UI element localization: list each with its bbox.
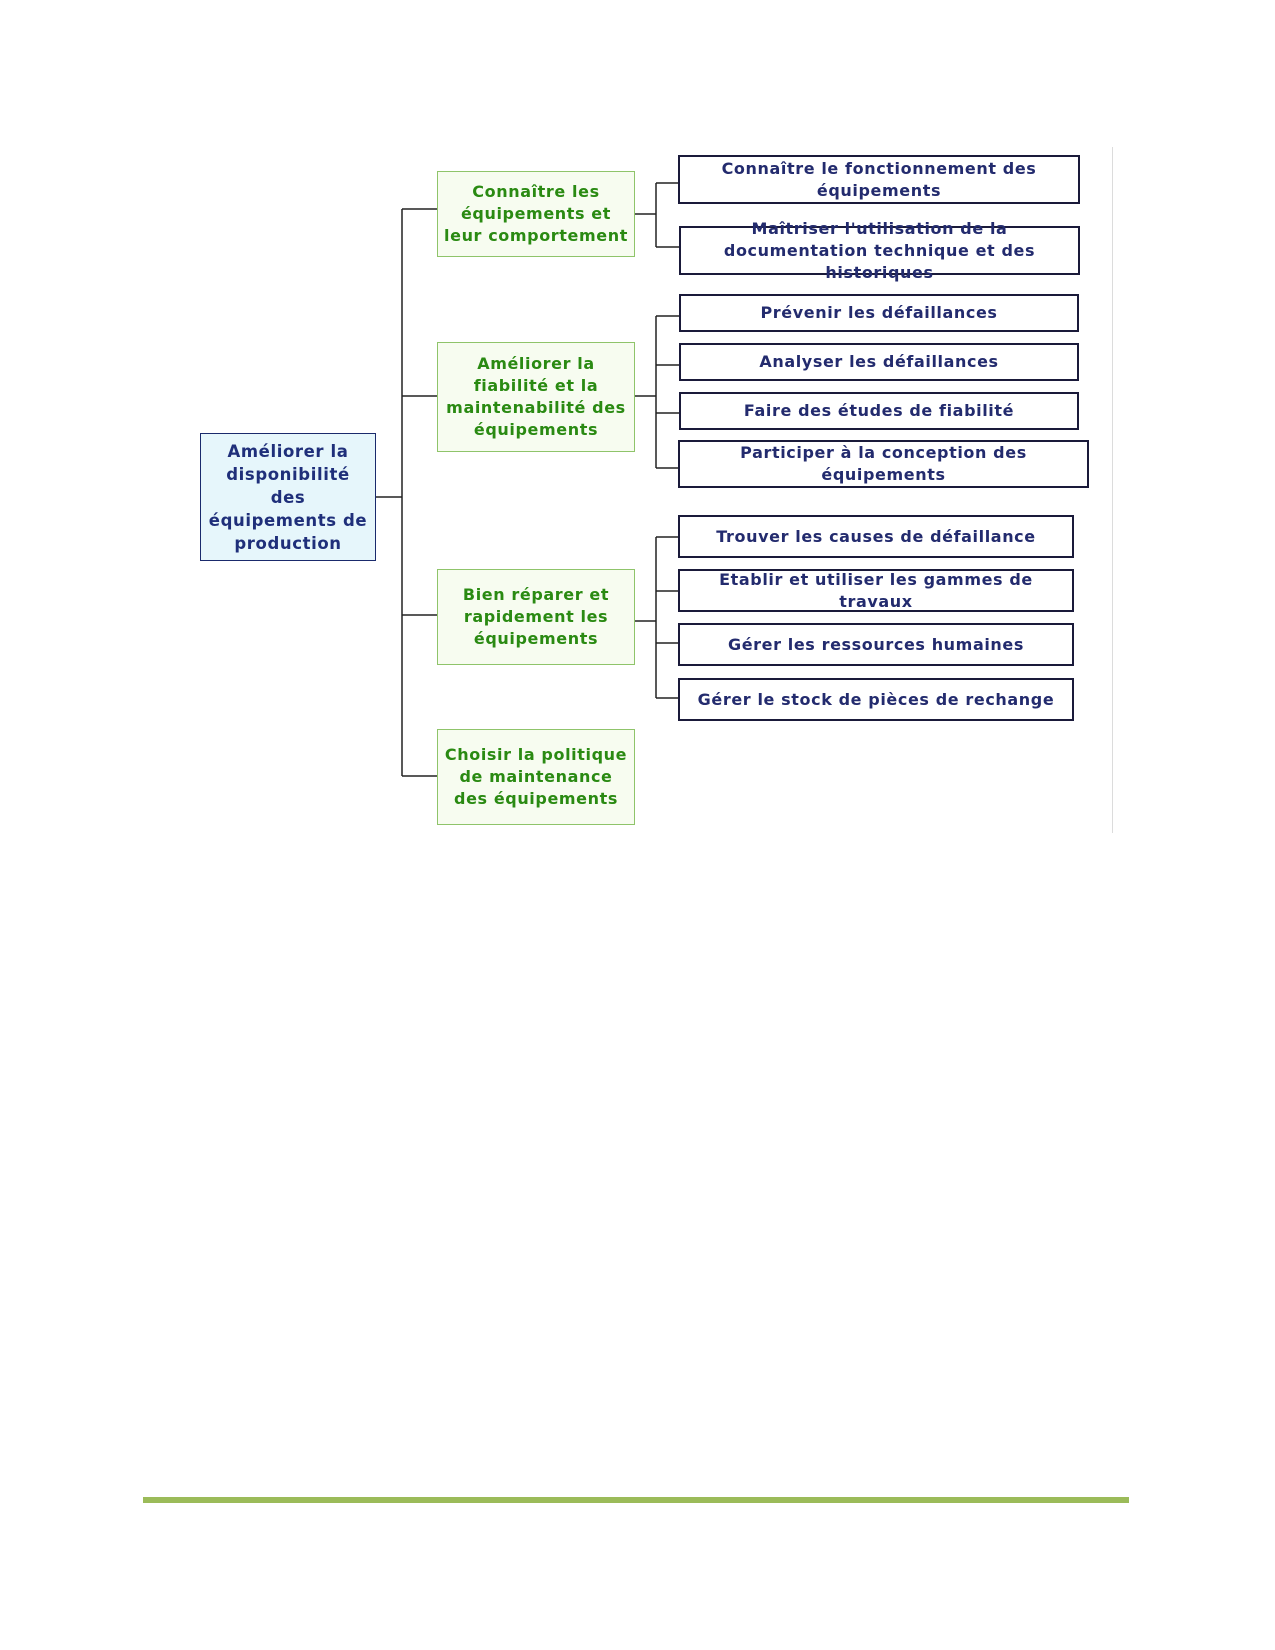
branch-node-know-equipment: Connaître les équipements et leur compor… bbox=[437, 171, 635, 257]
leaf-node: Analyser les défaillances bbox=[679, 343, 1079, 381]
branch-label: Choisir la politique de maintenance des … bbox=[444, 745, 628, 808]
leaf-node: Faire des études de fiabilité bbox=[679, 392, 1079, 430]
footer-rule bbox=[143, 1497, 1129, 1503]
leaf-label: Prévenir les défaillances bbox=[760, 303, 998, 322]
root-node: Améliorer la disponibilité des équipemen… bbox=[200, 433, 376, 561]
leaf-node: Etablir et utiliser les gammes de travau… bbox=[678, 569, 1074, 612]
leaf-label: Etablir et utiliser les gammes de travau… bbox=[719, 569, 1033, 611]
leaf-label: Trouver les causes de défaillance bbox=[716, 526, 1036, 546]
leaf-label: Participer à la conception des équipemen… bbox=[740, 443, 1027, 484]
figure-frame-edge bbox=[1112, 147, 1113, 833]
leaf-node: Connaître le fonctionnement des équipeme… bbox=[678, 155, 1080, 204]
leaf-node: Trouver les causes de défaillance bbox=[678, 515, 1074, 558]
branch-node-repair: Bien réparer et rapidement les équipemen… bbox=[437, 569, 635, 665]
leaf-node: Gérer les ressources humaines bbox=[678, 623, 1074, 666]
branch-label: Connaître les équipements et leur compor… bbox=[444, 182, 628, 245]
leaf-label: Maîtriser l'utilisation de la documentat… bbox=[723, 218, 1036, 282]
branch-label: Bien réparer et rapidement les équipemen… bbox=[462, 585, 610, 648]
leaf-node: Prévenir les défaillances bbox=[679, 294, 1079, 332]
leaf-label: Gérer les ressources humaines bbox=[727, 634, 1024, 654]
leaf-label: Faire des études de fiabilité bbox=[743, 401, 1015, 420]
root-label: Améliorer la disponibilité des équipemen… bbox=[208, 441, 368, 553]
leaf-node: Participer à la conception des équipemen… bbox=[678, 440, 1089, 488]
leaf-label: Connaître le fonctionnement des équipeme… bbox=[721, 158, 1037, 200]
leaf-label: Analyser les défaillances bbox=[759, 352, 999, 371]
leaf-node: Maîtriser l'utilisation de la documentat… bbox=[679, 219, 1080, 282]
leaf-node: Gérer le stock de pièces de rechange bbox=[678, 678, 1074, 721]
branch-node-choose-policy: Choisir la politique de maintenance des … bbox=[437, 729, 635, 825]
branch-node-improve-reliability: Améliorer la fiabilité et la maintenabil… bbox=[437, 342, 635, 452]
branch-label: Améliorer la fiabilité et la maintenabil… bbox=[446, 354, 626, 439]
leaf-label: Gérer le stock de pièces de rechange bbox=[697, 689, 1055, 709]
